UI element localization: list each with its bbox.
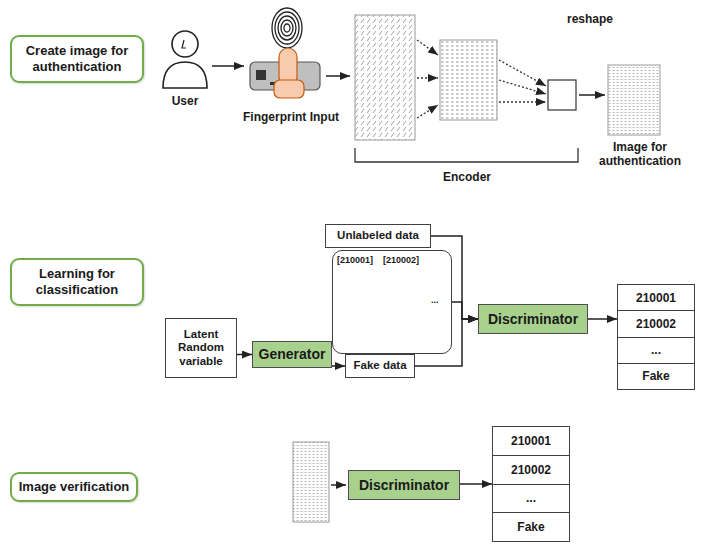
box-text: Image verification [19, 479, 130, 495]
caption-label: Encoder [422, 170, 512, 184]
section-label: Create image for authentication [10, 35, 144, 83]
class-tag: [210002] [383, 255, 419, 265]
fingerprint-scanner [250, 8, 320, 98]
table-cell: 210001 [618, 285, 694, 310]
network-box: Generator [252, 341, 332, 368]
box-text: Discriminator [359, 477, 449, 493]
dataset-group: [210001] [210002]... [332, 250, 452, 354]
flow-arrow [326, 75, 350, 77]
flow-connector [452, 302, 478, 319]
section-label: Image verification [10, 472, 138, 502]
flow-connector [460, 483, 492, 485]
box-text: Discriminator [488, 311, 578, 327]
section-label: Learning for classification [10, 258, 144, 306]
caption-label: reshape [558, 12, 622, 26]
table-cell: 210002 [618, 310, 694, 336]
flow-connector [237, 354, 252, 356]
flow-connector [332, 365, 345, 367]
data-box: Latent Random variable [165, 318, 237, 378]
table-cell: 210001 [493, 427, 569, 455]
table-cell: Fake [493, 512, 569, 541]
box-text: Learning for classification [18, 266, 136, 297]
box-text: Latent Random variable [170, 328, 232, 368]
class-tag: ... [431, 295, 439, 305]
feature-map [440, 40, 497, 120]
flow-arrow [331, 484, 346, 486]
orientation-map [355, 15, 415, 140]
box-text: Unlabeled data [337, 229, 419, 242]
class-table: 210001210002...Fake [492, 426, 570, 542]
class-table: 210001210002...Fake [617, 284, 695, 390]
table-cell: ... [493, 484, 569, 513]
caption-label: Fingerprint Input [236, 110, 346, 124]
dotted-arrows [417, 40, 438, 118]
class-tag: [210001] [337, 255, 373, 265]
box-text: Generator [259, 346, 326, 362]
code-vector [548, 80, 576, 110]
network-box: Discriminator [478, 304, 588, 334]
query-image [293, 442, 329, 522]
flow-arrow [579, 94, 605, 96]
encoder-bracket [355, 148, 578, 162]
caption-label: User [160, 94, 210, 108]
auth-image [608, 65, 660, 135]
data-box: Unlabeled data [325, 224, 431, 248]
box-text: Create image for authentication [18, 43, 136, 74]
dotted-arrows [499, 60, 546, 102]
data-box: Fake data [345, 354, 415, 378]
table-cell: 210002 [493, 455, 569, 484]
table-cell: Fake [618, 363, 694, 389]
caption-label: Image for authentication [590, 140, 690, 169]
flow-arrow [212, 65, 244, 67]
network-box: Discriminator [348, 470, 460, 500]
user-icon [163, 31, 207, 88]
table-cell: ... [618, 337, 694, 363]
flow-connector [588, 318, 617, 320]
box-text: Fake data [353, 359, 406, 372]
